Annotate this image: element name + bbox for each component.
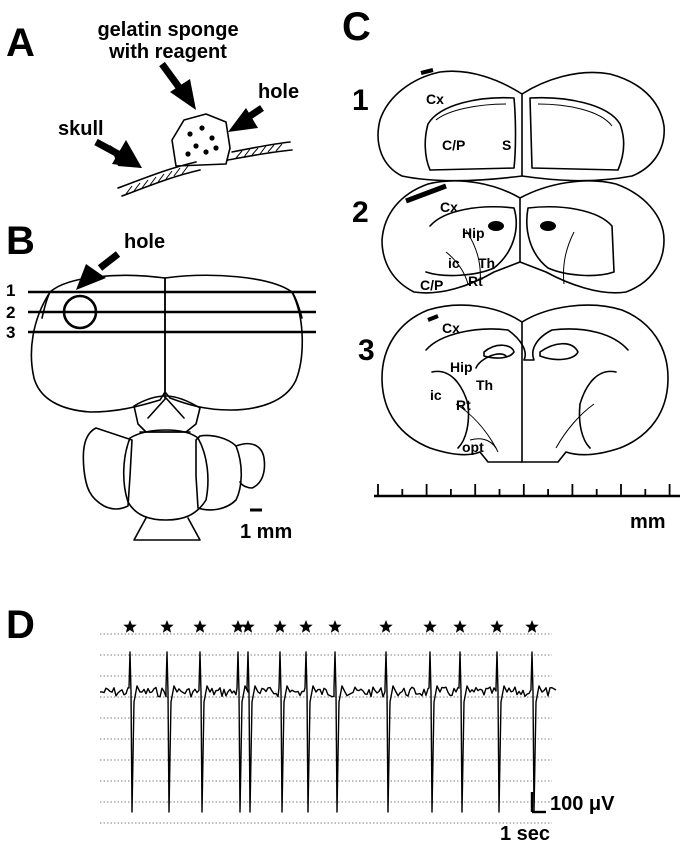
ventricle-left (488, 221, 504, 231)
hole-label-b: hole (124, 231, 165, 253)
slice3-cx: Cx (442, 320, 460, 336)
slice3-opt: opt (462, 439, 484, 455)
slice-number-3: 3 (358, 334, 375, 367)
panel-d-letter: D (6, 603, 35, 647)
hole-label-a: hole (258, 81, 299, 103)
arrow-icon-hole-b (76, 254, 118, 290)
sponge-label-line1: gelatin sponge (97, 19, 238, 41)
slice-number-2: 2 (352, 196, 369, 229)
sponge-label-line2: with reagent (108, 41, 227, 63)
spike-star-icon (525, 620, 538, 633)
spike-star-icon (299, 620, 312, 633)
panel-b: B hole 1 2 3 (6, 219, 316, 543)
brain-slice-3: 3 Cx Hip Th ic Rt opt (358, 305, 668, 462)
spike-star-icon (379, 620, 392, 633)
ruler-unit-label: mm (630, 511, 666, 533)
slice3-ic: ic (430, 387, 442, 403)
brain-slice-2: 2 Cx Hip ic Th C/P Rt (352, 181, 664, 293)
slice3-rt: Rt (456, 397, 471, 413)
slice1-s: S (502, 137, 511, 153)
slice2-cp: C/P (420, 277, 443, 293)
arrow-icon-hole-a (228, 108, 262, 132)
rat-brain-dorsal-drawing (31, 275, 302, 540)
slice1-cx: Cx (426, 91, 444, 107)
spike-star-icon (423, 620, 436, 633)
mm-ruler: mm (374, 484, 680, 533)
spike-star-icon (328, 620, 341, 633)
lesion-mark-1 (421, 70, 433, 73)
line-label-1: 1 (6, 281, 15, 300)
slice2-th: Th (478, 255, 495, 271)
spike-star-icon (193, 620, 206, 633)
ruler-ticks (378, 484, 670, 496)
scale-voltage-label: 100 μV (550, 793, 615, 815)
panel-d: D 100 μV 1 sec (6, 603, 615, 845)
slice-number-1: 1 (352, 84, 369, 117)
spike-star-icon (160, 620, 173, 633)
slice2-rt: Rt (468, 273, 483, 289)
slice2-ic: ic (448, 255, 460, 271)
skull-label: skull (58, 118, 104, 140)
slice2-cx: Cx (440, 199, 458, 215)
panel-b-letter: B (6, 219, 35, 263)
lesion-mark-3 (428, 316, 438, 320)
brain-slice-1: 1 Cx C/P S (352, 70, 664, 181)
line-label-3: 3 (6, 323, 15, 342)
panel-c-letter: C (342, 5, 371, 49)
spike-star-icon (123, 620, 136, 633)
spike-star-icon (231, 620, 244, 633)
scale-label-b: 1 mm (240, 521, 292, 543)
panel-c: C 1 Cx C/P S 2 Cx (342, 5, 680, 533)
slice1-cp: C/P (442, 137, 465, 153)
spike-star-icon (490, 620, 503, 633)
line-label-2: 2 (6, 303, 15, 322)
spike-markers (123, 620, 538, 633)
scale-time-label: 1 sec (500, 823, 550, 845)
panel-a-letter: A (6, 21, 35, 65)
spike-star-icon (453, 620, 466, 633)
arrow-icon-sponge (162, 64, 196, 110)
panel-a: A gelatin sponge with reagent skull hole (6, 19, 299, 196)
gelatin-sponge-drawing (172, 114, 230, 166)
slice3-th: Th (476, 377, 493, 393)
slice2-hip: Hip (462, 225, 485, 241)
arrow-icon-skull (96, 140, 142, 168)
ventricle-right (540, 221, 556, 231)
spike-star-icon (241, 620, 254, 633)
spike-star-icon (273, 620, 286, 633)
slice3-hip: Hip (450, 359, 473, 375)
